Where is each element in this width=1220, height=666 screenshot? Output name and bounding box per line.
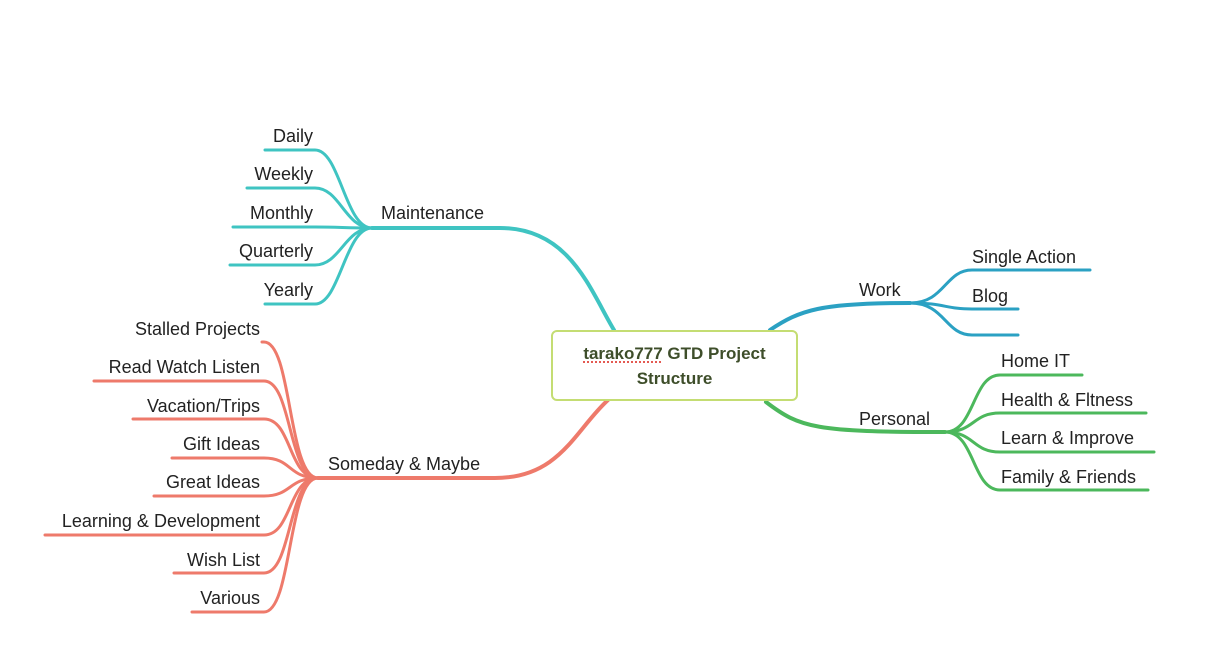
- edge-work-child: [908, 268, 1092, 305]
- subtopic-health-fitness[interactable]: Health & Fltness: [1001, 389, 1133, 411]
- edge-maintenance-child: [245, 186, 374, 230]
- subtopic-weekly[interactable]: Weekly: [254, 164, 313, 184]
- central-topic-title-line2: Structure: [636, 368, 713, 388]
- edge-personal-child: [943, 430, 1150, 492]
- subtopic-blog[interactable]: Blog: [972, 286, 1009, 306]
- edge-maintenance-child: [263, 148, 374, 230]
- subtopic-gift-ideas[interactable]: Gift Ideas: [182, 434, 260, 454]
- subtopic-read-watch-listen[interactable]: Read Watch Listen: [108, 357, 260, 377]
- subtopic-great-ideas[interactable]: Great Ideas: [165, 472, 260, 492]
- edge-personal-child: [943, 373, 1084, 434]
- central-topic[interactable]: tarako777 GTD Project Structure: [551, 330, 798, 401]
- central-topic-user: tarako777: [583, 343, 663, 363]
- edge-work-child: [908, 301, 1020, 337]
- subtopic-quarterly[interactable]: Quarterly: [238, 241, 313, 261]
- edge-someday: [316, 398, 610, 480]
- topic-maintenance[interactable]: Maintenance: [381, 203, 485, 223]
- edge-maintenance: [370, 226, 616, 332]
- subtopic-learning-development[interactable]: Learning & Development: [61, 511, 260, 531]
- subtopic-monthly[interactable]: Monthly: [249, 203, 313, 223]
- edge-personal: [764, 400, 947, 434]
- edge-maintenance-child: [263, 226, 374, 306]
- central-topic-title: GTD Project: [662, 343, 766, 363]
- topic-work[interactable]: Work: [859, 280, 901, 300]
- subtopic-daily[interactable]: Daily: [272, 126, 313, 146]
- subtopic-family-friends[interactable]: Family & Friends: [1001, 467, 1137, 487]
- subtopic-single-action[interactable]: Single Action: [972, 247, 1077, 267]
- edge-someday-child: [92, 379, 320, 480]
- topic-someday-maybe[interactable]: Someday & Maybe: [328, 454, 481, 474]
- edge-maintenance-child: [231, 225, 374, 230]
- edge-someday-child: [131, 417, 320, 480]
- topic-personal[interactable]: Personal: [859, 409, 931, 429]
- subtopic-home-it[interactable]: Home IT: [1001, 351, 1071, 371]
- subtopic-health-fitness-text: Health & Fltness: [1001, 390, 1134, 410]
- subtopic-various[interactable]: Various: [200, 588, 260, 608]
- subtopic-vacation-trips[interactable]: Vacation/Trips: [146, 396, 260, 416]
- edge-someday-child: [190, 476, 320, 614]
- edge-work: [768, 301, 912, 332]
- subtopic-stalled-projects[interactable]: Stalled Projects: [134, 319, 260, 339]
- subtopic-wish-list[interactable]: Wish List: [186, 550, 260, 570]
- subtopic-learn-improve[interactable]: Learn & Improve: [1001, 428, 1135, 448]
- subtopic-yearly[interactable]: Yearly: [263, 280, 313, 300]
